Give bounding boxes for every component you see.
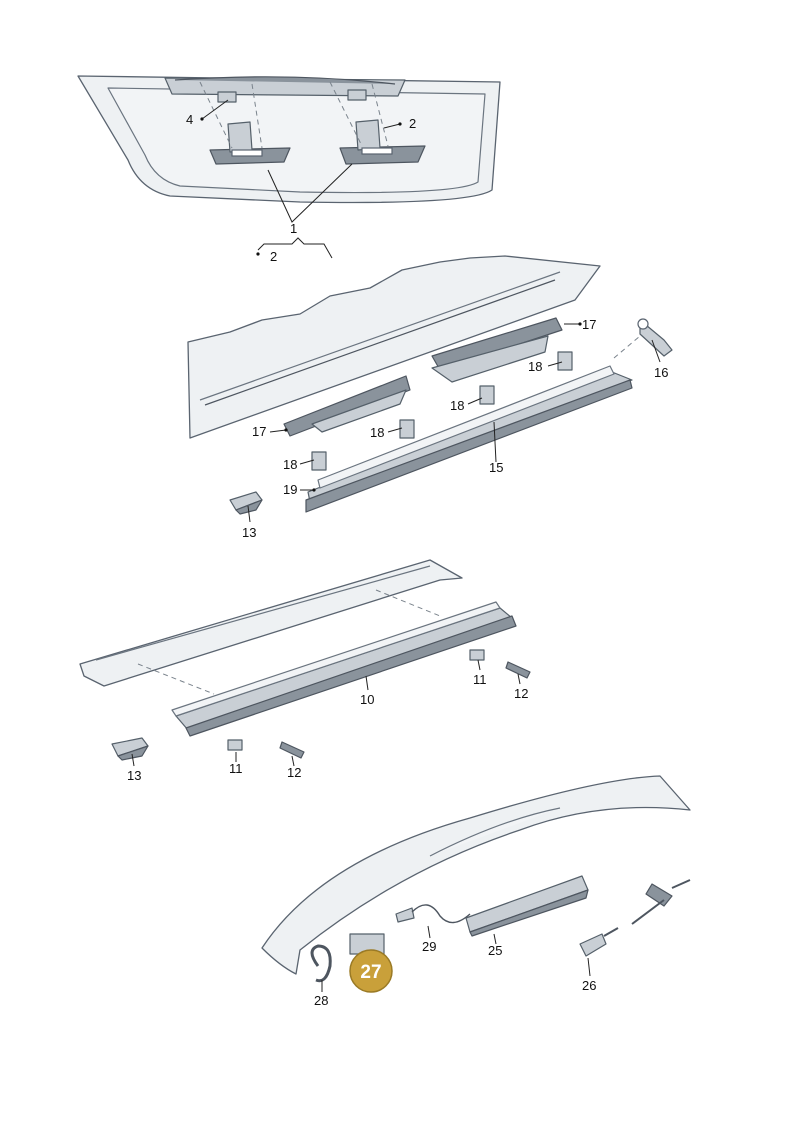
callout-2a: 2 [270,249,277,264]
highlight-badge[interactable] [349,949,393,993]
callout-10: 10 [360,692,374,707]
license-plate-panel [77,75,501,204]
mounting-rail-15 [305,365,633,513]
callout-16: 16 [654,365,668,380]
callout-25: 25 [488,943,502,958]
callout-2b: 2 [409,116,416,131]
callout-18c: 18 [370,425,384,440]
lamp-clip-left [217,91,237,103]
highlight-callout-27[interactable]: 27 [349,949,393,993]
wiring-harness-29 [395,904,471,924]
sensor-16 [637,318,673,357]
clip-13-lower [111,737,149,761]
callout-15: 15 [489,460,503,475]
callout-28: 28 [314,993,328,1008]
callout-13a: 13 [242,525,256,540]
cover-strip-10 [171,601,517,737]
callout-12b: 12 [287,765,301,780]
leader-dots [200,117,582,492]
callout-11b: 11 [229,761,243,776]
callout-4: 4 [186,112,193,127]
callout-18a: 18 [528,359,542,374]
callout-17b: 17 [252,424,266,439]
callout-17a: 17 [582,317,596,332]
lamp-clip-right [347,89,367,101]
rear-spoiler [261,775,691,975]
spoiler-base-panel [79,559,463,687]
stud-mount-26 [579,879,691,957]
callout-labels: 1 2 2 4 17 17 16 18 18 18 18 15 19 13 10… [127,112,668,1008]
high-mounted-brake-light-25 [465,875,589,937]
callout-29: 29 [422,939,436,954]
screw-12 [279,661,531,759]
callout-18b: 18 [450,398,464,413]
clip-13-upper [229,491,263,515]
callout-11a: 11 [473,672,487,687]
license-plate-lamp-right [339,119,426,165]
clip-11 [227,649,485,751]
callout-1: 1 [290,221,297,236]
callout-12a: 12 [514,686,528,701]
callout-18d: 18 [283,457,297,472]
trim-strip-17-upper [431,317,563,383]
clamp-28 [310,944,332,983]
callout-13b: 13 [127,768,141,783]
tailgate-inner-panel [187,255,601,439]
callout-26: 26 [582,978,596,993]
highlight-badge-label: 27 [360,962,381,983]
trim-strip-17-lower [283,375,411,437]
callout-19: 19 [283,482,297,497]
bracket-18 [311,351,573,471]
